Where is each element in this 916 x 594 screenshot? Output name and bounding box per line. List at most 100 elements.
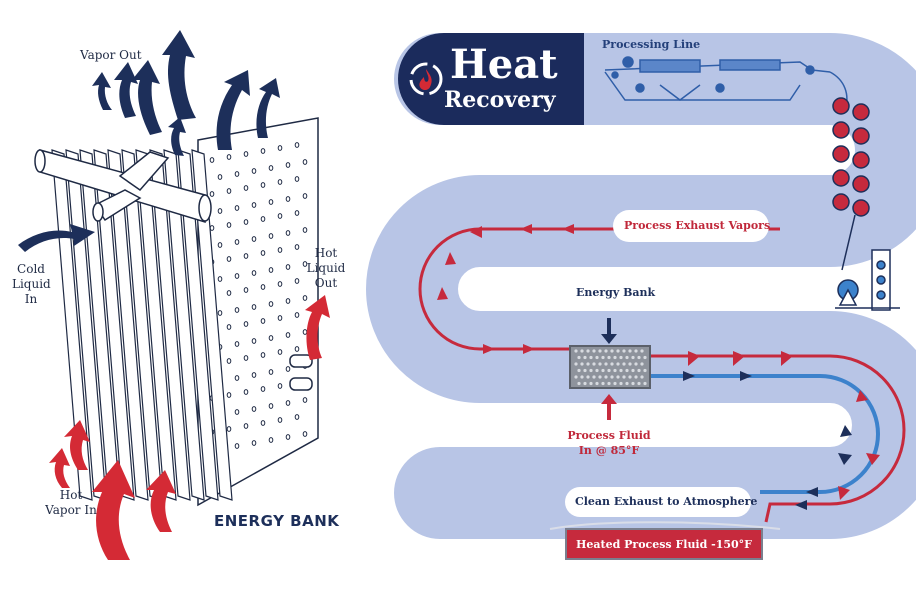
perforation-dot	[302, 227, 308, 233]
fin-plate	[149, 149, 191, 501]
perforation-dot	[302, 159, 308, 165]
perforation-dot	[251, 304, 257, 310]
perforation-dot	[302, 397, 308, 403]
perforation-dot	[243, 321, 249, 327]
energy-bank-dot	[616, 362, 620, 366]
blue-arrowheads	[683, 371, 852, 510]
energy-bank-dot	[637, 355, 641, 360]
energy-bank-dot	[589, 381, 593, 386]
energy-bank-dot	[595, 368, 599, 373]
perforation-dot	[268, 403, 274, 409]
perforation-dot	[234, 375, 240, 381]
energy-bank-dot	[577, 368, 581, 373]
perforation-dot	[268, 369, 274, 375]
perforation-dot	[277, 145, 283, 151]
energy-bank-dot	[643, 368, 647, 373]
perforation-dot	[294, 346, 300, 352]
hot-liquid-out-label: Hot Liquid Out	[306, 246, 346, 290]
energy-bank-dot	[631, 381, 635, 386]
energy-bank-dot	[610, 362, 614, 366]
energy-bank-dot	[625, 368, 629, 373]
energy-bank-dot	[616, 375, 620, 379]
energy-bank-dot	[598, 362, 602, 366]
energy-bank-dot	[586, 362, 590, 366]
energy-bank-dot	[601, 368, 605, 373]
perforation-dot	[234, 239, 240, 245]
perforation-dot	[285, 264, 291, 270]
processing-line-sketch	[604, 56, 848, 111]
fin-plate	[135, 149, 177, 501]
energy-bank-dot	[604, 362, 608, 366]
perforation-dot	[294, 414, 300, 420]
perforation-dot	[226, 290, 232, 296]
perforation-dot	[268, 233, 274, 239]
perforation-dot	[260, 148, 266, 154]
perforation-dot	[226, 358, 232, 364]
perforation-dot	[234, 409, 240, 415]
energy-bank-dot	[595, 355, 599, 360]
energy-bank-dot	[604, 349, 608, 353]
perforation-dot	[277, 417, 283, 423]
energy-bank-dot	[604, 375, 608, 379]
energy-bank-dot	[577, 381, 581, 386]
energy-bank-dot	[589, 355, 593, 360]
perforation-dot	[268, 437, 274, 443]
perforation-dot	[260, 250, 266, 256]
perforation-dot	[285, 332, 291, 338]
energy-bank-dot	[631, 355, 635, 360]
energy-bank-dot	[640, 362, 644, 366]
perforation-dot	[294, 142, 300, 148]
perforation-dot	[302, 193, 308, 199]
red-rollers	[832, 97, 870, 217]
energy-bank-dot	[619, 355, 623, 360]
perforation-dot	[243, 287, 249, 293]
perforation-dot	[277, 383, 283, 389]
perforation-dot	[285, 400, 291, 406]
perforation-dot	[285, 298, 291, 304]
perforation-dot	[226, 392, 232, 398]
clean-exhaust-cloud	[568, 490, 748, 514]
perforation-dot	[268, 335, 274, 341]
perforation-dot	[226, 256, 232, 262]
perforation-dot	[234, 171, 240, 177]
recycle-flame-icon	[409, 62, 443, 96]
perforation-dot	[285, 196, 291, 202]
hot-liquid-arrow	[305, 295, 330, 360]
cold-liquid-in-label: Cold Liquid In	[12, 262, 51, 306]
logo-title-heat: Heat	[450, 41, 558, 88]
unwind-tower	[835, 214, 900, 311]
perforation-dot	[209, 191, 215, 197]
perforation-dot	[226, 324, 232, 330]
energy-bank-block	[569, 345, 651, 389]
red-heated-path	[650, 354, 906, 523]
perforation-dot	[226, 222, 232, 228]
perforation-dot	[217, 276, 223, 282]
perforation-dot	[217, 174, 223, 180]
exhaust-vapors-cloud	[616, 213, 766, 239]
perforation-dot	[251, 406, 257, 412]
energy-bank-dot	[634, 362, 638, 366]
energy-bank-dot	[595, 381, 599, 386]
perforation-dot	[243, 355, 249, 361]
logo-title-recovery: Recovery	[444, 87, 556, 113]
perforation-dot	[302, 431, 308, 437]
flow-track	[366, 32, 916, 539]
energy-bank-dot	[622, 349, 626, 353]
hot-vapor-in-label: Hot Vapor In	[45, 488, 97, 517]
energy-bank-dot	[637, 381, 641, 386]
perforation-dot	[260, 216, 266, 222]
energy-bank-dot	[640, 375, 644, 379]
perforation-dot	[243, 389, 249, 395]
perforation-dot	[234, 205, 240, 211]
energy-bank-dot	[619, 368, 623, 373]
perforation-dot	[209, 157, 215, 163]
perforation-dot	[294, 278, 300, 284]
energy-bank-dot	[589, 368, 593, 373]
perforation-dot	[285, 162, 291, 168]
red-exhaust-path	[418, 227, 780, 351]
energy-bank-dot	[607, 381, 611, 386]
header-pipe	[34, 149, 212, 224]
perforation-dot	[302, 261, 308, 267]
energy-bank-dot	[616, 349, 620, 353]
